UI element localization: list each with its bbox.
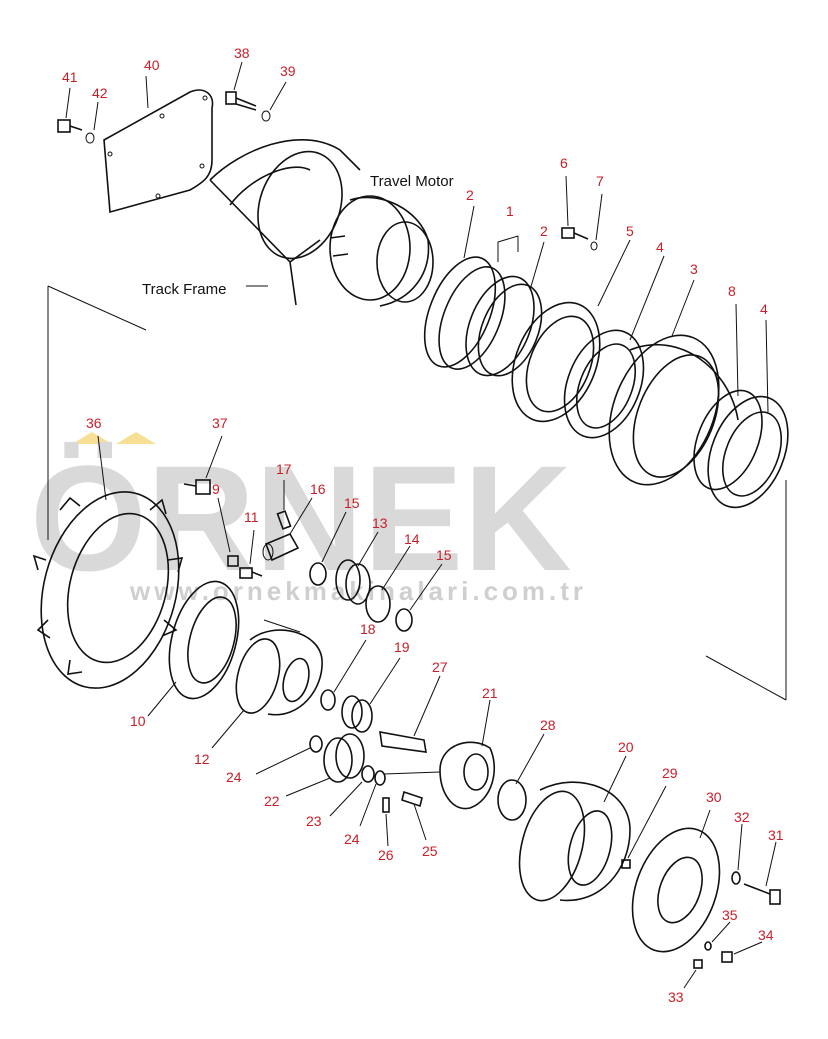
track-frame-label: Track Frame — [142, 281, 226, 298]
callout-26: 26 — [378, 847, 394, 863]
second-carrier — [359, 699, 495, 847]
callout-1: 1 — [506, 203, 514, 219]
assembly-lines — [47, 285, 787, 701]
callout-12: 12 — [194, 751, 210, 767]
planet-gear — [255, 733, 375, 817]
seal-rings — [423, 205, 545, 377]
callout-24b: 24 — [344, 831, 360, 847]
callout-16: 16 — [310, 481, 326, 497]
callout-17: 17 — [276, 461, 292, 477]
travel-motor-label: Travel Motor — [370, 173, 454, 190]
ring-gear-cover — [497, 733, 631, 902]
callout-40: 40 — [144, 57, 160, 73]
planet-carrier — [211, 619, 323, 749]
callout-19: 19 — [394, 639, 410, 655]
callout-7: 7 — [596, 173, 604, 189]
callout-10: 10 — [130, 713, 146, 729]
watermark-url: www.ornekmakinalari.com.tr — [129, 576, 587, 606]
callout-38: 38 — [234, 45, 250, 61]
track-frame — [209, 139, 361, 306]
callout-14: 14 — [404, 531, 420, 547]
callout-9: 9 — [212, 481, 220, 497]
callout-15a: 15 — [344, 495, 360, 511]
callout-15b: 15 — [436, 547, 452, 563]
sprocket — [32, 435, 184, 689]
callout-numbers: 1 2 2 3 4 4 5 6 7 8 9 10 11 12 13 14 15 … — [62, 45, 784, 1005]
callout-20: 20 — [618, 739, 634, 755]
callout-34: 34 — [758, 927, 774, 943]
callout-35: 35 — [722, 907, 738, 923]
callout-5: 5 — [626, 223, 634, 239]
drive-plate — [147, 580, 240, 717]
callout-37: 37 — [212, 415, 228, 431]
planet-gear-bearing — [320, 639, 441, 753]
callout-11: 11 — [244, 509, 259, 525]
watermark-brand: ÖRNEK — [30, 434, 572, 602]
callout-30: 30 — [706, 789, 722, 805]
callout-29: 29 — [662, 765, 678, 781]
callout-22: 22 — [264, 793, 280, 809]
hub — [608, 279, 739, 486]
cover-plate — [103, 75, 214, 214]
callout-4b: 4 — [760, 301, 768, 317]
gear-ring-and-bearing — [511, 175, 665, 439]
callout-18: 18 — [360, 621, 376, 637]
callout-42: 42 — [92, 85, 108, 101]
outer-bearing — [693, 303, 789, 509]
callout-25: 25 — [422, 843, 438, 859]
callout-41: 41 — [62, 69, 78, 85]
callout-6: 6 — [560, 155, 568, 171]
callout-28: 28 — [540, 717, 556, 733]
callout-3: 3 — [690, 261, 698, 277]
callout-36: 36 — [86, 415, 102, 431]
callout-13: 13 — [372, 515, 388, 531]
callout-21: 21 — [482, 685, 498, 701]
top-bolts — [57, 61, 287, 144]
travel-motor — [329, 195, 434, 307]
callout-2b: 2 — [540, 223, 548, 239]
callout-39: 39 — [280, 63, 296, 79]
end-cover — [621, 785, 781, 989]
callout-23: 23 — [306, 813, 322, 829]
callout-32: 32 — [734, 809, 750, 825]
watermark: ÖRNEK www.ornekmakinalari.com.tr — [30, 432, 587, 606]
callout-27: 27 — [432, 659, 448, 675]
callout-2a: 2 — [466, 187, 474, 203]
callout-33: 33 — [668, 989, 684, 1005]
callout-4a: 4 — [656, 239, 664, 255]
small-fasteners — [183, 435, 313, 579]
callout-8: 8 — [728, 283, 736, 299]
sun-gear-group — [309, 511, 443, 632]
callout-31: 31 — [768, 827, 784, 843]
callout-24a: 24 — [226, 769, 242, 785]
